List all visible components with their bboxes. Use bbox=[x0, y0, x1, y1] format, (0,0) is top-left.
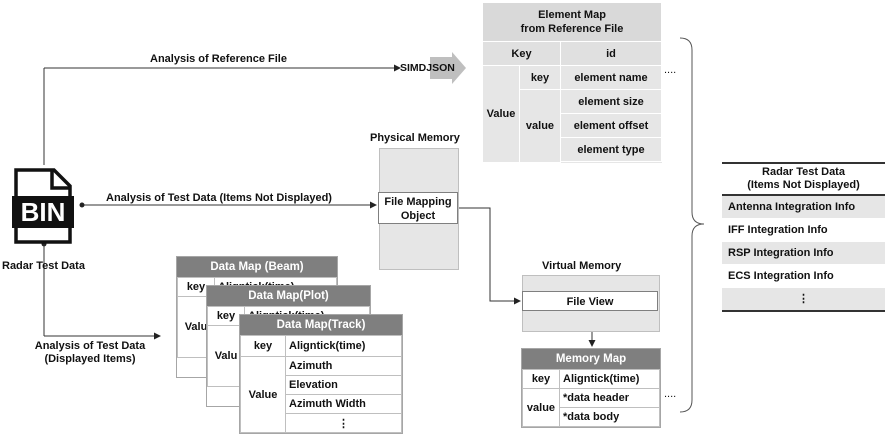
track-row-azimuth: Azimuth bbox=[285, 356, 402, 376]
element-map-title-2: from Reference File bbox=[520, 23, 624, 35]
data-map-beam-title: Data Map (Beam) bbox=[177, 257, 337, 277]
beam-key: key bbox=[177, 277, 215, 297]
radar-list-more: ⋮ bbox=[722, 288, 885, 312]
data-map-track-table: key Aligntick(time) Value Azimuth Elevat… bbox=[240, 335, 402, 433]
memory-map-title: Memory Map bbox=[522, 349, 660, 369]
data-map-track-title: Data Map(Track) bbox=[240, 315, 402, 335]
memory-map-table: key Aligntick(time) value *data header *… bbox=[522, 369, 660, 427]
element-name-cell: element name bbox=[560, 65, 662, 90]
file-view-box: File View bbox=[522, 291, 658, 311]
radar-test-data-list: Radar Test Data (Items Not Displayed) An… bbox=[722, 162, 885, 312]
element-map-key-value: id bbox=[560, 41, 662, 66]
bin-file-icon: BIN bbox=[12, 168, 74, 244]
element-map-sub-key: key bbox=[519, 65, 561, 90]
simdjson-label: SIMDJSON bbox=[400, 62, 455, 74]
analysis-reference-label: Analysis of Reference File bbox=[150, 53, 287, 65]
data-map-track: Data Map(Track) key Aligntick(time) Valu… bbox=[239, 314, 403, 434]
memory-map-value: value bbox=[522, 388, 560, 427]
memory-map-key: key bbox=[522, 369, 560, 389]
file-icon bbox=[12, 168, 74, 244]
element-map-sub-value: value bbox=[519, 89, 561, 163]
plot-value: Valu bbox=[207, 325, 245, 387]
radar-list-item: RSP Integration Info bbox=[722, 242, 885, 265]
track-row-azimuth-width: Azimuth Width bbox=[285, 394, 402, 414]
plot-key: key bbox=[207, 306, 245, 326]
physical-memory-label: Physical Memory bbox=[370, 132, 460, 144]
data-map-plot-title: Data Map(Plot) bbox=[207, 286, 370, 306]
memory-map: Memory Map key Aligntick(time) value *da… bbox=[521, 348, 661, 428]
radar-list-item: ECS Integration Info bbox=[722, 265, 885, 288]
element-map-title: Element Map from Reference File bbox=[482, 2, 662, 42]
bin-label: BIN bbox=[20, 197, 66, 227]
track-aligntick: Aligntick(time) bbox=[285, 335, 402, 357]
analysis-displayed-line1: Analysis of Test Data bbox=[34, 340, 146, 352]
element-map-key-label: Key bbox=[482, 41, 561, 66]
track-value: Value bbox=[240, 356, 286, 433]
brace bbox=[679, 37, 705, 413]
element-map-value-label: Value bbox=[482, 65, 520, 163]
radar-list-title: Radar Test Data (Items Not Displayed) bbox=[722, 162, 885, 196]
radar-list-title-1: Radar Test Data bbox=[762, 166, 845, 178]
radar-list-title-2: (Items Not Displayed) bbox=[747, 179, 860, 191]
element-size-cell: element size bbox=[560, 89, 662, 114]
element-map-title-1: Element Map bbox=[538, 9, 606, 21]
memory-map-data-header: *data header bbox=[559, 388, 660, 408]
analysis-displayed-line2: (Displayed Items) bbox=[44, 353, 136, 365]
radar-list-item: IFF Integration Info bbox=[722, 219, 885, 242]
analysis-test-not-displayed-label: Analysis of Test Data (Items Not Display… bbox=[106, 192, 332, 204]
memory-map-ellipsis: .... bbox=[664, 388, 677, 400]
file-mapping-line2: Object bbox=[400, 210, 436, 222]
track-row-elevation: Elevation bbox=[285, 375, 402, 395]
spacer bbox=[560, 161, 662, 162]
virtual-memory-label: Virtual Memory bbox=[542, 260, 622, 272]
track-key: key bbox=[240, 335, 286, 357]
element-type-cell: element type bbox=[560, 137, 662, 162]
analysis-test-displayed-label: Analysis of Test Data (Displayed Items) bbox=[20, 340, 160, 366]
element-map-ellipsis: .... bbox=[664, 64, 677, 76]
memory-map-data-body: *data body bbox=[559, 407, 660, 427]
element-offset-cell: element offset bbox=[560, 113, 662, 138]
element-map-table: Element Map from Reference File Key id V… bbox=[482, 2, 662, 163]
file-mapping-object: File Mapping Object bbox=[378, 192, 458, 224]
track-row-more: ⋮ bbox=[285, 413, 402, 433]
radar-test-data-label: Radar Test Data bbox=[2, 260, 85, 272]
memory-map-aligntick: Aligntick(time) bbox=[559, 369, 660, 389]
radar-list-item: Antenna Integration Info bbox=[722, 196, 885, 219]
file-mapping-line1: File Mapping bbox=[384, 196, 452, 208]
mapping-to-view-line bbox=[459, 207, 521, 305]
simdjson-arrow bbox=[430, 52, 466, 84]
